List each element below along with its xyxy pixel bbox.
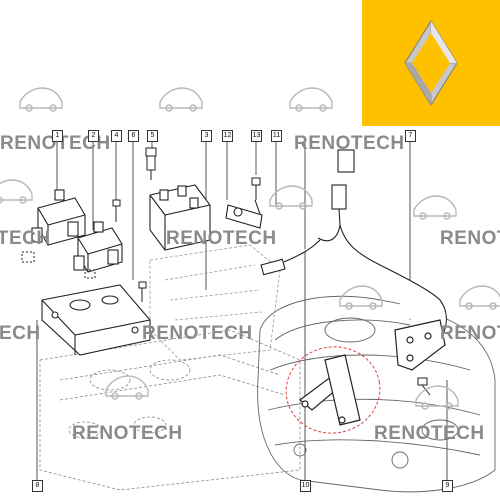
callout-10: 10 — [300, 480, 311, 492]
callout-13: 13 — [251, 130, 262, 142]
watermark-text: RENOTECH — [0, 133, 111, 154]
watermark-text: RENOTECH — [72, 423, 183, 444]
renault-logo — [362, 0, 500, 126]
watermark-text: RENOTECH — [294, 133, 405, 154]
callout-2: 2 — [88, 130, 99, 142]
callout-8: 8 — [32, 480, 43, 492]
watermark-text: RENOTECH — [166, 228, 277, 249]
watermark-text: RENOTECH — [440, 228, 500, 249]
callout-9: 9 — [442, 480, 453, 492]
watermark-text: RENOTECH — [440, 323, 500, 344]
callout-12: 12 — [222, 130, 233, 142]
watermark-text: RENOTECH — [142, 323, 253, 344]
callout-5: 5 — [147, 130, 158, 142]
watermark-text: RENOTECH — [0, 323, 41, 344]
callout-3: 3 — [201, 130, 212, 142]
callout-6: 6 — [128, 130, 139, 142]
callout-4: 4 — [111, 130, 122, 142]
callout-7: 7 — [405, 130, 416, 142]
watermark-text: RENOTECH — [0, 228, 51, 249]
callout-1: 1 — [52, 130, 63, 142]
watermark-text: RENOTECH — [374, 423, 485, 444]
callout-11: 11 — [271, 130, 282, 142]
